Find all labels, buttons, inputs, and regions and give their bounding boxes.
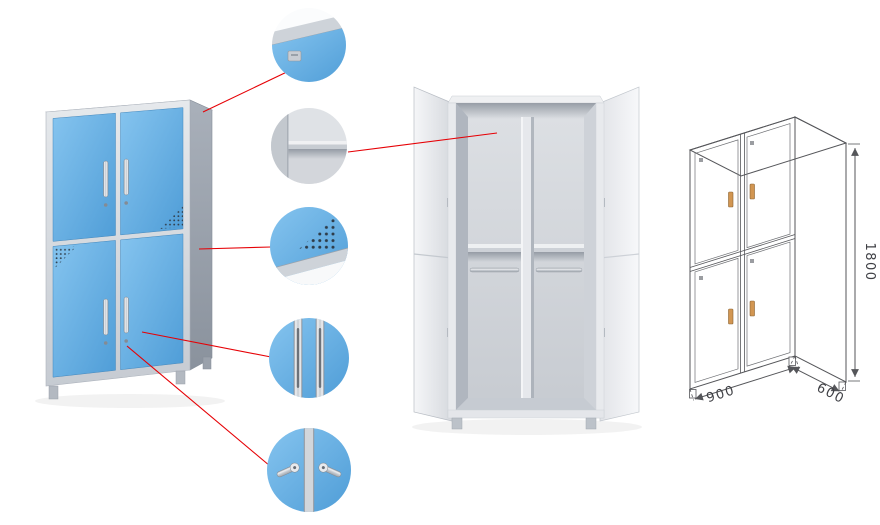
interior-right-wall xyxy=(584,103,596,410)
shelf-shadow xyxy=(288,149,347,159)
shelf-right-front-edge xyxy=(534,248,584,252)
divider-shadow xyxy=(531,117,534,398)
interior-floor xyxy=(456,398,596,410)
sketch-door-outline xyxy=(694,139,739,265)
handle-upper-right xyxy=(123,158,129,196)
center-divider xyxy=(523,117,531,398)
carcass-left-edge xyxy=(447,102,457,419)
sketch-latch-icon xyxy=(699,158,703,162)
cabinet-foot xyxy=(48,385,59,400)
callout-top-corner-detail xyxy=(272,8,346,82)
outside-area xyxy=(270,260,348,285)
sketch-door-seam-horizontal xyxy=(689,238,796,272)
top-edge-band xyxy=(272,14,346,45)
callout-door-edge-detail xyxy=(269,318,349,398)
lock-lower-right xyxy=(124,339,128,343)
shelf-left xyxy=(468,244,521,248)
dimension-height: 1800 xyxy=(848,143,877,382)
lock-upper-left xyxy=(103,203,108,207)
shelf-front-edge xyxy=(288,144,347,149)
open-cabinet-foot xyxy=(585,417,597,430)
carcass-top-edge xyxy=(447,95,605,104)
hanging-rod-left xyxy=(469,267,520,273)
handle-lower-left xyxy=(103,298,109,336)
open-cabinet-view xyxy=(412,86,642,435)
handle-upper-left xyxy=(103,160,109,198)
gap-edge xyxy=(313,428,315,512)
vent-holes-pattern xyxy=(298,214,338,250)
shelf-top xyxy=(288,141,347,145)
lock-upper-right xyxy=(124,201,128,205)
door-edge-band xyxy=(270,248,348,282)
sketch-handle xyxy=(728,191,734,208)
door-upper-right xyxy=(120,107,184,236)
strip-slot xyxy=(296,328,300,388)
sketch-latch-icon xyxy=(699,276,703,280)
callout-line-shelf xyxy=(347,132,498,153)
sketch-latch-icon xyxy=(750,141,754,145)
wall-edge-line xyxy=(287,108,289,184)
carcass-bottom-edge xyxy=(447,409,605,419)
callout-shelf-detail xyxy=(271,108,347,184)
sketch-door-outline xyxy=(746,123,791,249)
door-surface xyxy=(272,27,346,82)
interior-left-wall xyxy=(456,103,468,410)
sketch-latch-icon xyxy=(750,259,754,263)
hanging-rod-right xyxy=(535,267,583,273)
sketch-handle xyxy=(749,183,755,200)
interior-top-shadow xyxy=(456,103,596,119)
cabinet-foot xyxy=(202,356,212,370)
vent-holes-lower-left xyxy=(55,246,77,268)
callout-line-vent-holes xyxy=(198,246,272,250)
side-wall xyxy=(271,108,288,184)
shelf-left-front-edge xyxy=(468,248,521,252)
door-seam-left xyxy=(413,253,453,259)
door-lower-left xyxy=(52,240,116,378)
callout-line-handles xyxy=(126,345,271,467)
callout-line-top-corner xyxy=(202,69,292,113)
door-gap-strip xyxy=(304,428,314,512)
latch-slot xyxy=(291,54,298,56)
cabinet-shadow xyxy=(35,394,225,408)
handle-lower-right xyxy=(123,296,129,334)
dimension-depth: 600 xyxy=(789,355,847,407)
door-lower-right xyxy=(120,233,184,370)
callout-leader-lines xyxy=(126,69,498,467)
dimension-height-label: 1800 xyxy=(862,242,877,281)
callout-handles-detail xyxy=(267,428,351,512)
lock-lower-left xyxy=(103,341,108,345)
handle-left-icon xyxy=(276,462,300,478)
vent-holes-upper-right xyxy=(160,206,183,229)
open-cabinet-shadow xyxy=(412,419,642,435)
gap-edge xyxy=(303,428,305,512)
shelf-shadow-left xyxy=(468,252,521,262)
sketch-door-outline xyxy=(746,241,791,367)
cabinet-side-panel xyxy=(189,99,213,371)
sketch-handle xyxy=(749,300,755,317)
sketch-handle xyxy=(728,308,734,325)
carcass-right-edge xyxy=(595,102,605,419)
dimension-sketch-view: 1800 900 600 xyxy=(688,116,877,407)
shelf-right xyxy=(534,244,584,248)
shelf-shadow-right xyxy=(534,252,584,262)
closed-cabinet-view xyxy=(35,99,225,408)
door-seam-right xyxy=(599,253,640,259)
sketch-door-seam-horizontal xyxy=(689,234,796,268)
open-cabinet-foot xyxy=(451,417,463,430)
divider-highlight xyxy=(521,117,523,398)
door-upper-left xyxy=(52,112,116,242)
edge-line xyxy=(270,247,348,271)
handle-right-icon xyxy=(318,462,342,478)
door-surface xyxy=(269,318,349,398)
cabinet-foot xyxy=(175,370,186,385)
dimension-width-label: 900 xyxy=(705,383,737,406)
callout-line-door-edge xyxy=(141,331,272,358)
strip-slot xyxy=(318,328,322,388)
callout-vent-holes-detail xyxy=(270,207,348,285)
